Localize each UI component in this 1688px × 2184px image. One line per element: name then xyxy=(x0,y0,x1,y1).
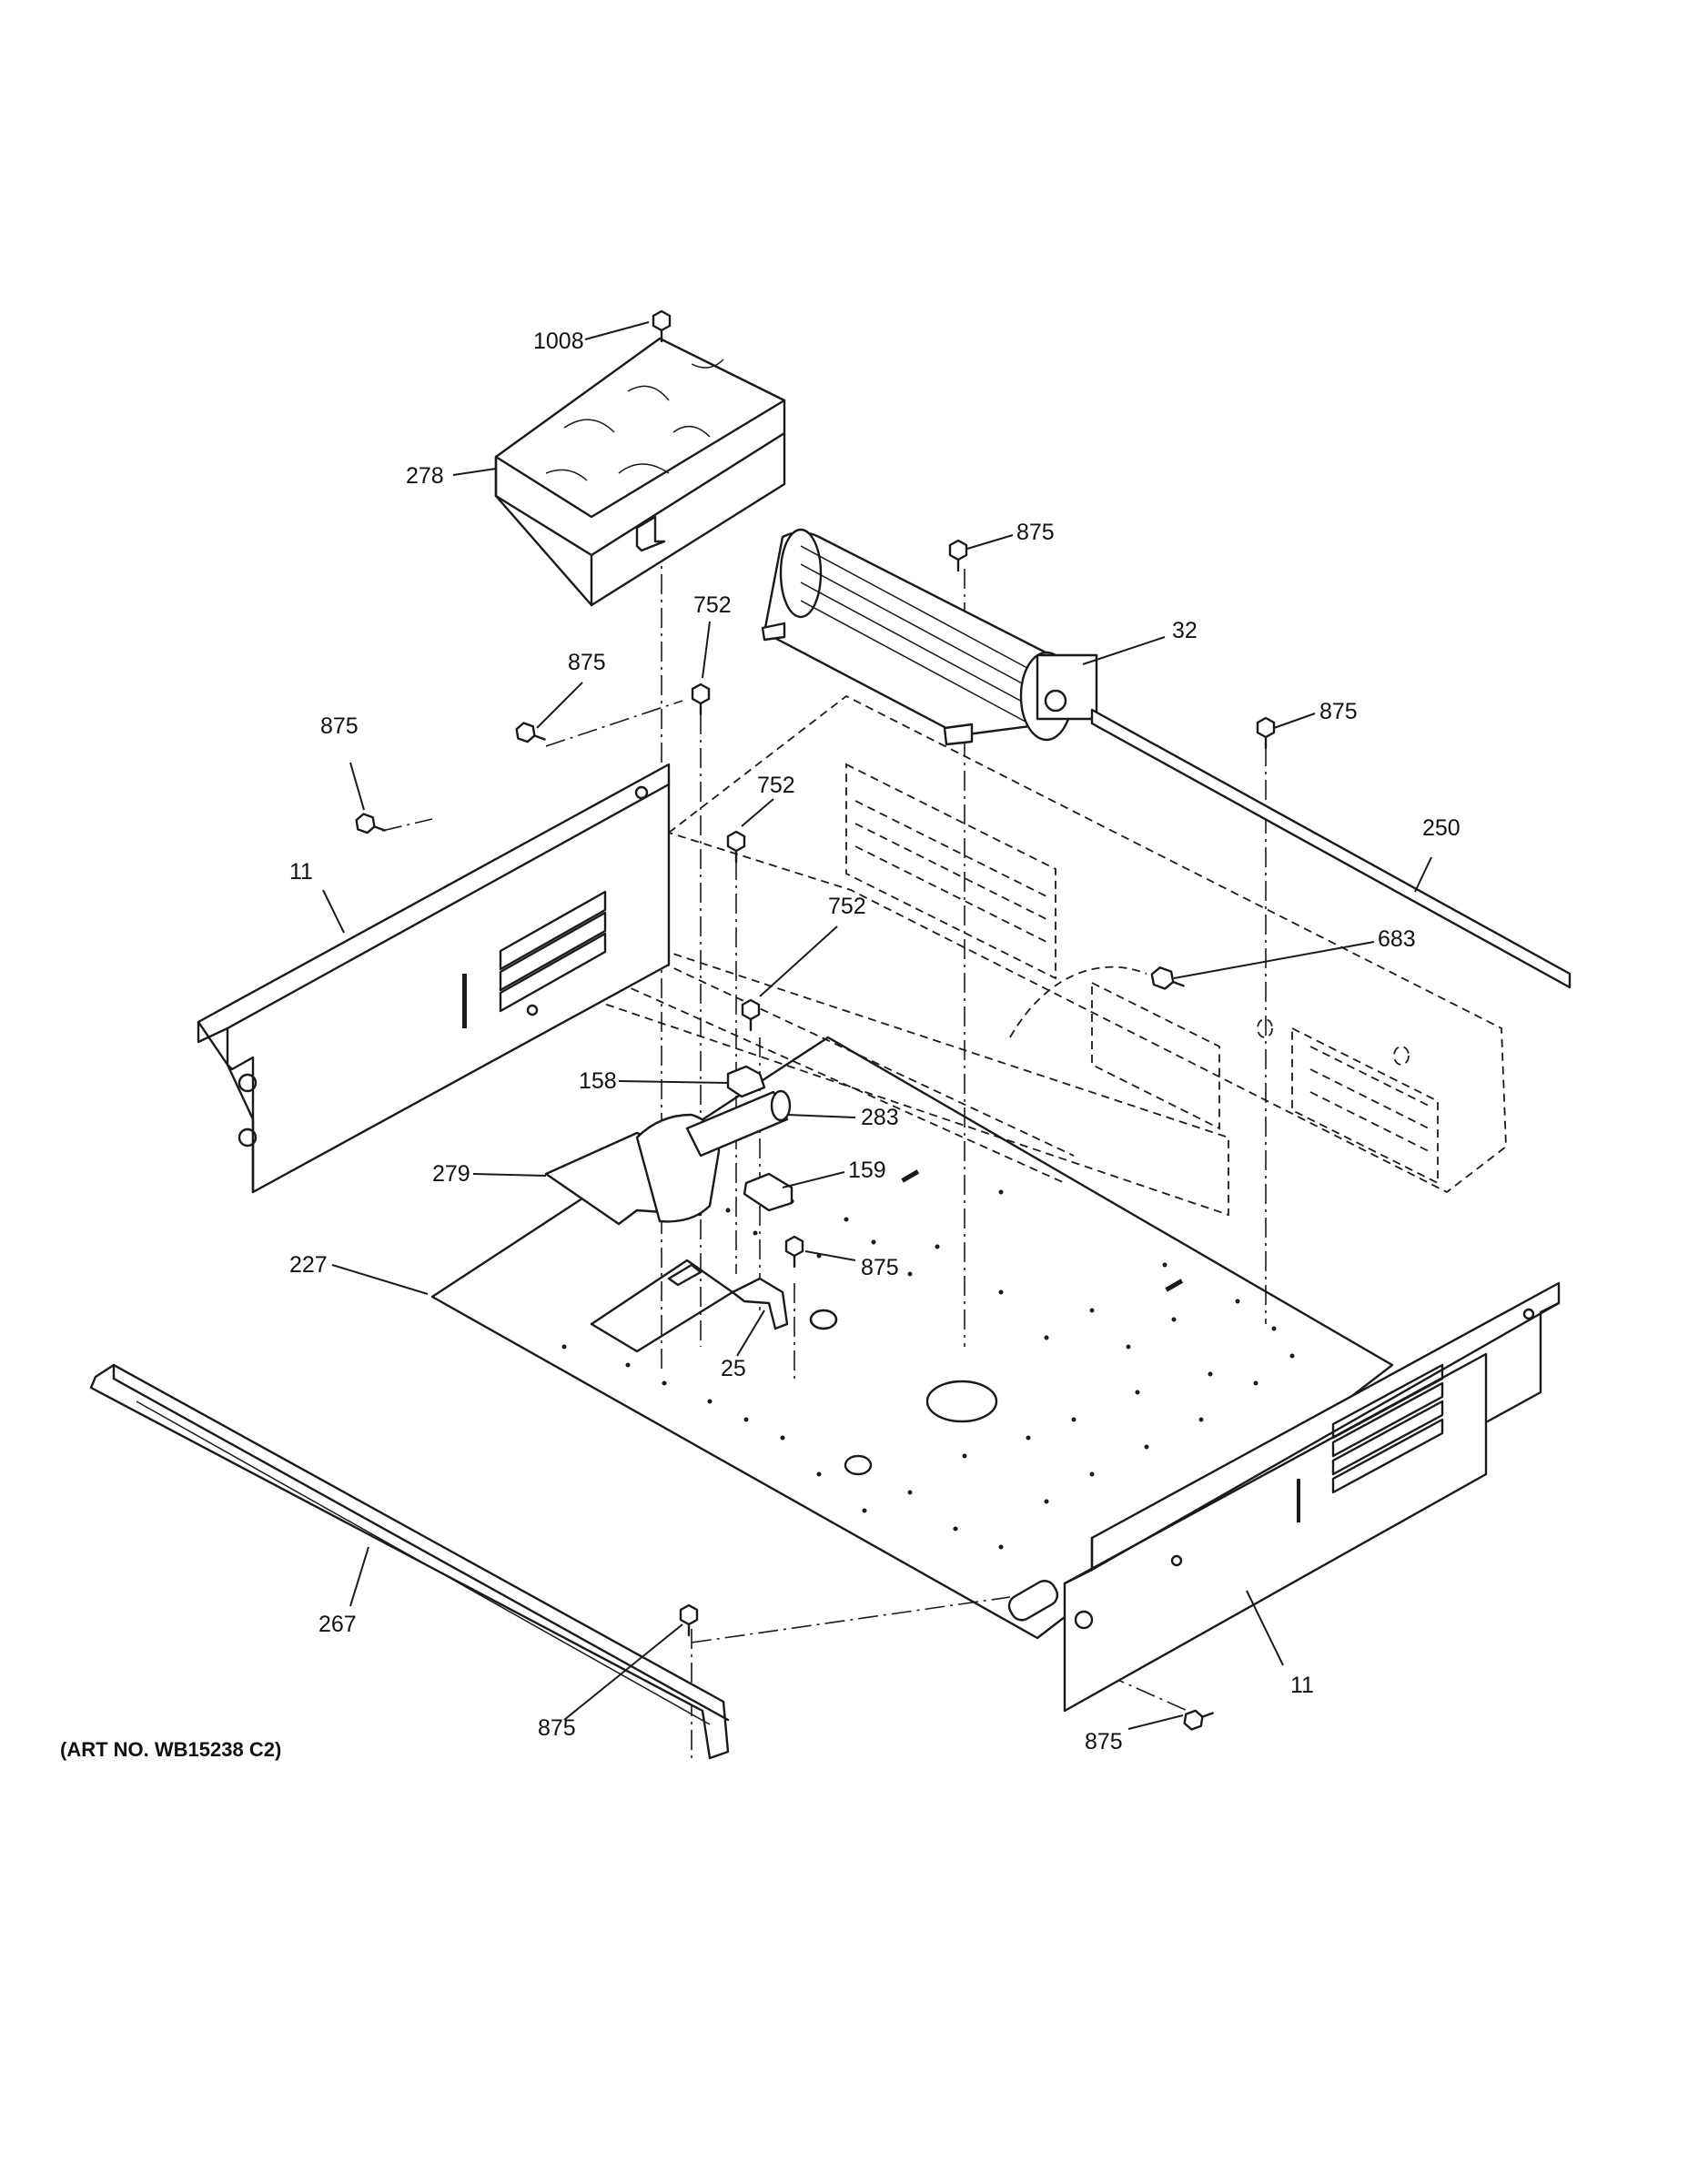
insulation-278 xyxy=(494,337,786,607)
callout-250: 250 xyxy=(1422,815,1461,841)
side-panel-left-11 xyxy=(197,763,671,1194)
callout-683: 683 xyxy=(1378,926,1416,952)
callout-875-fan: 875 xyxy=(1016,520,1055,545)
fan-32 xyxy=(761,528,1098,746)
callout-752-c: 752 xyxy=(828,894,866,919)
screw-752-c xyxy=(741,998,761,1032)
callout-752-b: 752 xyxy=(757,773,795,798)
callout-875-right: 875 xyxy=(1319,699,1358,724)
callout-278: 278 xyxy=(406,463,444,489)
art-number: (ART NO. WB15238 C2) xyxy=(60,1738,281,1761)
duct-283 xyxy=(685,1089,792,1158)
bracket-158 xyxy=(726,1065,766,1098)
callout-875-left: 875 xyxy=(320,713,359,739)
callout-875-bottom: 875 xyxy=(538,1715,576,1741)
front-trim-267 xyxy=(89,1363,730,1760)
leader-lines xyxy=(322,321,1432,1730)
callout-279: 279 xyxy=(432,1161,470,1187)
callout-267: 267 xyxy=(318,1612,357,1637)
callout-11-right: 11 xyxy=(1290,1673,1314,1698)
callout-159: 159 xyxy=(848,1158,886,1183)
screw-752-a xyxy=(691,682,711,716)
callout-283: 283 xyxy=(861,1105,899,1130)
screw-875-right xyxy=(1256,716,1276,750)
bracket-25 xyxy=(731,1277,838,1330)
callout-752-a: 752 xyxy=(693,592,732,618)
screw-875-fan xyxy=(948,539,968,572)
screw-683 xyxy=(1150,966,1185,990)
callouts: 1008 278 875 32 752 875 875 875 752 250 … xyxy=(60,329,1461,1761)
callout-25: 25 xyxy=(721,1356,746,1381)
screw-1008 xyxy=(652,309,672,343)
callout-875-a: 875 xyxy=(568,650,606,675)
bracket-159 xyxy=(743,1172,793,1212)
callout-227: 227 xyxy=(289,1252,328,1278)
screws xyxy=(355,309,1276,1731)
callout-875-mid: 875 xyxy=(861,1255,899,1280)
callout-158: 158 xyxy=(579,1068,617,1094)
callout-1008: 1008 xyxy=(533,329,584,354)
screw-875-left xyxy=(355,813,386,834)
callout-875-br: 875 xyxy=(1085,1729,1123,1754)
screw-752-b xyxy=(726,830,746,864)
shaft-250 xyxy=(1090,708,1572,989)
screw-875-mid xyxy=(784,1235,804,1269)
callout-11-left: 11 xyxy=(289,859,313,885)
callout-32: 32 xyxy=(1172,618,1198,643)
screw-875-a xyxy=(515,722,546,743)
screw-875-bottom xyxy=(679,1603,699,1637)
side-panel-right-11 xyxy=(1063,1281,1561,1713)
screw-875-br xyxy=(1183,1709,1214,1731)
